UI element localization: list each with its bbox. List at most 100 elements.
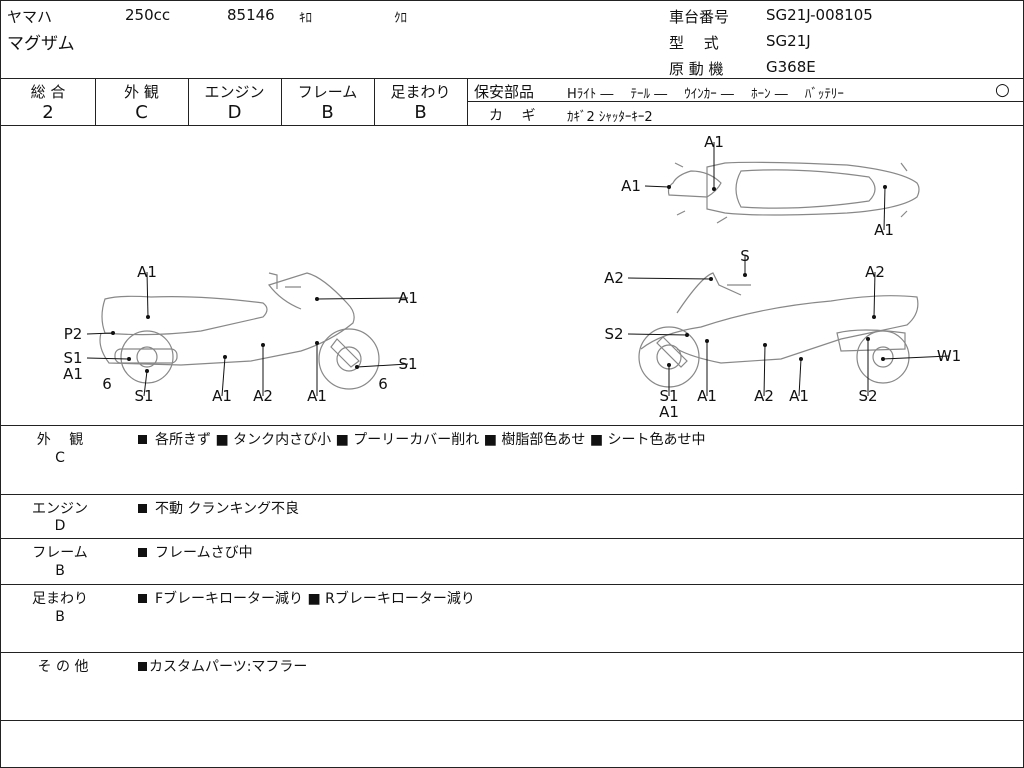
diagram-damage-point	[799, 357, 803, 361]
keys-label: カ ギ	[489, 108, 536, 124]
diagram-damage-point	[146, 315, 150, 319]
diagram-damage-point	[866, 337, 870, 341]
divider	[95, 78, 96, 125]
diagram-damage-code: A1	[307, 387, 327, 405]
diagram-damage-code: W1	[937, 347, 961, 365]
keys-value: ｶｷﾞ2 ｼｬｯﾀｰｷｰ2	[567, 110, 653, 125]
diagram-damage-code: A1	[63, 365, 83, 383]
diagram-leader-line	[798, 358, 802, 397]
mileage-unit: ｷﾛ	[299, 11, 312, 26]
diagram-damage-point	[881, 357, 885, 361]
diagram-leader-line	[221, 356, 226, 397]
suspension-grade-label: 足まわり	[390, 83, 451, 101]
frame-no: SG21J-008105	[766, 6, 873, 24]
divider	[1, 720, 1023, 721]
overall-label: 総 合	[30, 83, 66, 101]
diagram-leader-line	[644, 185, 670, 188]
remark-label-other: そ の 他	[37, 659, 89, 675]
diagram-leader-line	[146, 271, 149, 318]
diagram-damage-code: A2	[604, 269, 624, 287]
frame-grade: B	[321, 102, 334, 123]
remark-grade-engine: D	[54, 518, 66, 534]
divider	[1, 494, 1023, 495]
diagram-damage-code: A1	[659, 403, 679, 421]
engine-grade-label: エンジン	[204, 83, 265, 101]
bullet-icon	[138, 594, 147, 603]
engine-label: 原 動 機	[669, 60, 724, 78]
diagram-leader-line	[356, 363, 409, 368]
diagram-damage-code: S	[740, 247, 750, 265]
diagram-damage-code: A2	[865, 263, 885, 281]
diagram-damage-point	[685, 333, 689, 337]
bullet-icon	[138, 435, 147, 444]
diagram-damage-code: 6	[378, 375, 388, 393]
remark-grade-frame: B	[55, 563, 65, 579]
model-code-label: 型 式	[669, 34, 719, 52]
diagram-damage-code: S2	[604, 325, 623, 343]
diagram-damage-code: A2	[253, 387, 273, 405]
divider	[188, 78, 189, 125]
diagram-damage-point	[261, 343, 265, 347]
divider	[1, 425, 1023, 426]
scooter-left-view	[99, 272, 380, 390]
diagram-leader-line	[316, 297, 409, 300]
scooter-top-view	[667, 161, 920, 224]
remark-label-exterior: 外 観	[36, 432, 84, 448]
divider	[1, 538, 1023, 539]
mileage: 85146	[227, 6, 275, 24]
diagram-damage-code: A1	[697, 387, 717, 405]
scooter-right-view	[638, 272, 919, 388]
diagram-damage-point	[145, 369, 149, 373]
remark-label-suspension: 足まわり	[32, 591, 88, 607]
remark-grade-suspension: B	[55, 609, 65, 625]
engine-model: G368E	[766, 58, 816, 76]
diagram-damage-code: S1	[398, 355, 417, 373]
safety-parts-items: Hﾗｲﾄ ― ﾃｰﾙ ― ｳｲﾝｶｰ ― ﾎｰﾝ ― ﾊﾞｯﾃﾘｰ	[567, 87, 844, 102]
diagram-leader-line	[873, 271, 876, 318]
remark-text-exterior: 各所きず ■ タンク内さび小 ■ プーリーカバー削れ ■ 樹脂部色あせ ■ シー…	[138, 429, 706, 449]
diagram-leader-line	[882, 355, 950, 360]
engine-grade: D	[227, 102, 242, 123]
model-code: SG21J	[766, 32, 811, 50]
suspension-grade: B	[414, 102, 427, 123]
diagram-damage-point	[763, 343, 767, 347]
diagram-damage-point	[883, 185, 887, 189]
battery-mark: ○	[995, 80, 1010, 100]
diagram-damage-code: S2	[858, 387, 877, 405]
remark-label-frame: フレーム	[32, 545, 88, 561]
bullet-icon	[138, 504, 147, 513]
bullet-icon	[138, 662, 147, 671]
diagram-damage-point	[667, 363, 671, 367]
diagram-leader-line	[86, 357, 130, 360]
diagram-damage-point	[315, 297, 319, 301]
diagram-damage-point	[223, 355, 227, 359]
diagram-damage-point	[712, 187, 716, 191]
diagram-damage-point	[667, 185, 671, 189]
divider	[1, 584, 1023, 585]
diagram-damage-code: S1	[659, 387, 678, 405]
diagram-damage-code: A1	[212, 387, 232, 405]
divider	[281, 78, 282, 125]
diagram-damage-code: S1	[63, 349, 82, 367]
exterior-grade: C	[135, 102, 148, 123]
diagram-leader-line	[143, 370, 148, 397]
exterior-label: 外 観	[124, 83, 159, 101]
diagram-damage-code: A1	[398, 289, 418, 307]
remark-grade-exterior: C	[55, 450, 65, 466]
diagram-damage-code: A1	[137, 263, 157, 281]
diagram-damage-code: A1	[704, 133, 724, 151]
diagram-damage-point	[709, 277, 713, 281]
diagram-leader-line	[883, 186, 886, 231]
diagram-damage-code: A1	[874, 221, 894, 239]
frame-grade-label: フレーム	[297, 83, 358, 101]
maker: ヤマハ	[7, 8, 53, 26]
diagram-damage-point	[355, 365, 359, 369]
divider	[467, 78, 468, 125]
divider	[1, 125, 1023, 126]
diagram-damage-code: A1	[621, 177, 641, 195]
diagram-damage-code: S1	[134, 387, 153, 405]
diagram-damage-point	[705, 339, 709, 343]
diagram-damage-point	[111, 331, 115, 335]
diagram-leader-line	[627, 333, 688, 336]
